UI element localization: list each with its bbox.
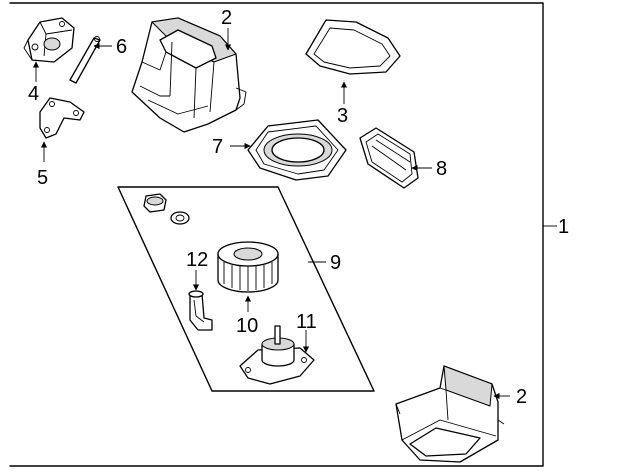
callout-5: 5 (37, 167, 48, 189)
part-8-filter (359, 127, 419, 189)
callout-6: 6 (116, 36, 127, 58)
part-12-hose (188, 290, 213, 331)
part-2-upper-case (131, 17, 247, 133)
part-11-motor (239, 325, 315, 385)
part-6-rod (69, 36, 101, 84)
part-3-gasket (305, 19, 401, 75)
part-5-bracket (39, 97, 85, 139)
leader-lines (32, 28, 557, 400)
assembly-frame (9, 2, 544, 467)
part-2-lower-case (395, 365, 505, 463)
part-10-blower-wheel (217, 241, 279, 293)
kit-washer (170, 211, 190, 225)
callout-2-bottom: 2 (516, 386, 527, 408)
callout-8: 8 (436, 158, 447, 180)
part-4-actuator (23, 17, 75, 63)
callout-2-top: 2 (221, 7, 232, 29)
callout-9: 9 (330, 252, 341, 274)
callout-4: 4 (28, 83, 39, 105)
callout-7: 7 (212, 136, 223, 158)
callout-11: 11 (296, 311, 317, 333)
callout-3: 3 (337, 105, 348, 127)
part-7-plate (247, 119, 347, 181)
callout-1: 1 (558, 216, 569, 238)
callout-labels: 1 2 2 3 4 5 6 7 8 9 10 11 12 (28, 7, 569, 408)
kit-nut (143, 193, 167, 213)
callout-10: 10 (236, 315, 258, 337)
callout-12: 12 (186, 249, 208, 271)
part-9-kit-panel (117, 186, 375, 392)
